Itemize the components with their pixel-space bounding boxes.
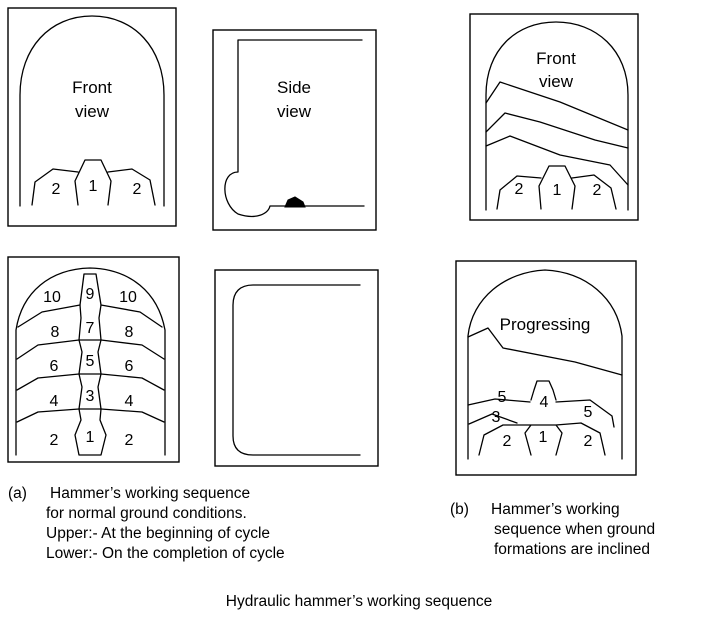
sequence-number: 7 — [86, 320, 95, 337]
sequence-number: 2 — [50, 432, 59, 449]
side-view-label-2: view — [277, 102, 312, 121]
center-column — [74, 273, 107, 456]
sequence-number: 10 — [119, 289, 137, 306]
sequence-number: 5 — [498, 389, 507, 406]
side-view-label-1: Side — [277, 78, 311, 97]
panel-completed-cycle: 10 9 10 8 7 8 6 5 6 4 3 4 2 1 2 — [7, 256, 180, 463]
progressing-label: Progressing — [500, 315, 591, 334]
panel-frame — [212, 29, 377, 231]
panel-front-view-normal: Front view 2 1 2 — [7, 7, 177, 227]
sequence-number: 2 — [52, 181, 61, 198]
sequence-number: 9 — [86, 286, 95, 303]
sequence-number: 10 — [43, 289, 61, 306]
sequence-number: 5 — [86, 353, 95, 370]
sequence-number: 3 — [86, 388, 95, 405]
sequence-number: 1 — [86, 429, 95, 446]
caption-a-line-2: for normal ground conditions. — [46, 505, 247, 522]
caption-b-line-2: sequence when ground — [494, 521, 656, 538]
sequence-number: 6 — [125, 358, 134, 375]
inclined-strata — [485, 81, 629, 186]
tunnel-profile — [19, 15, 165, 207]
sequence-number: 8 — [125, 324, 134, 341]
caption-a-line-3: Upper:- At the beginning of cycle — [46, 525, 271, 542]
figure-title: Hydraulic hammer’s working sequence — [225, 593, 493, 610]
sequence-number: 5 — [584, 404, 593, 421]
panel-frame — [7, 7, 177, 227]
front-view-label-1: Front — [72, 78, 112, 97]
sequence-number: 2 — [515, 181, 524, 198]
caption-b-marker: (b) — [450, 501, 469, 518]
sequence-number: 8 — [51, 324, 60, 341]
front-view-label-2: view — [75, 102, 110, 121]
sequence-number: 4 — [50, 393, 59, 410]
excavation-blocks — [467, 380, 615, 456]
panel-side-view: Side view — [212, 29, 377, 231]
caption-b-line-3: formations are inclined — [494, 541, 650, 558]
tunnel-profile — [15, 267, 166, 456]
front-view-label-2: view — [539, 72, 574, 91]
caption-a-marker: (a) — [8, 485, 27, 502]
panel-frame — [455, 260, 637, 476]
sequence-number: 2 — [133, 181, 142, 198]
inclined-strata — [467, 327, 623, 376]
sequence-number: 2 — [593, 182, 602, 199]
sequence-number: 1 — [553, 182, 562, 199]
sequence-number: 3 — [492, 409, 501, 426]
panel-front-view-inclined: Front view 2 1 2 — [469, 13, 639, 221]
tunnel-profile — [485, 21, 629, 211]
sequence-number: 1 — [539, 429, 548, 446]
side-profile — [224, 39, 365, 218]
sequence-numbers: 5 4 5 3 2 1 2 — [492, 389, 593, 450]
sequence-number: 2 — [503, 433, 512, 450]
panel-frame — [469, 13, 639, 221]
sequence-number: 2 — [125, 432, 134, 449]
panel-frame — [7, 256, 180, 463]
excavation-blocks — [496, 165, 617, 210]
tunnel-profile — [467, 269, 623, 460]
layer-boundaries — [16, 304, 165, 423]
panel-completed-side-view — [214, 269, 379, 467]
hammer-icon — [284, 196, 306, 208]
panel-frame — [214, 269, 379, 467]
front-view-label-1: Front — [536, 49, 576, 68]
sequence-number: 4 — [540, 394, 549, 411]
sequence-number: 4 — [125, 393, 134, 410]
sequence-numbers: 10 9 10 8 7 8 6 5 6 4 3 4 2 1 2 — [43, 286, 137, 449]
excavation-blocks — [31, 159, 156, 206]
side-profile — [232, 284, 361, 456]
sequence-number: 1 — [89, 178, 98, 195]
caption-a-line-4: Lower:- On the completion of cycle — [46, 545, 285, 562]
panel-progressing: Progressing 5 4 5 3 2 1 2 — [455, 260, 637, 476]
sequence-number: 6 — [50, 358, 59, 375]
caption-b-line-1: Hammer’s working — [491, 501, 620, 518]
caption-a-line-1: Hammer’s working sequence — [50, 485, 251, 502]
sequence-number: 2 — [584, 433, 593, 450]
